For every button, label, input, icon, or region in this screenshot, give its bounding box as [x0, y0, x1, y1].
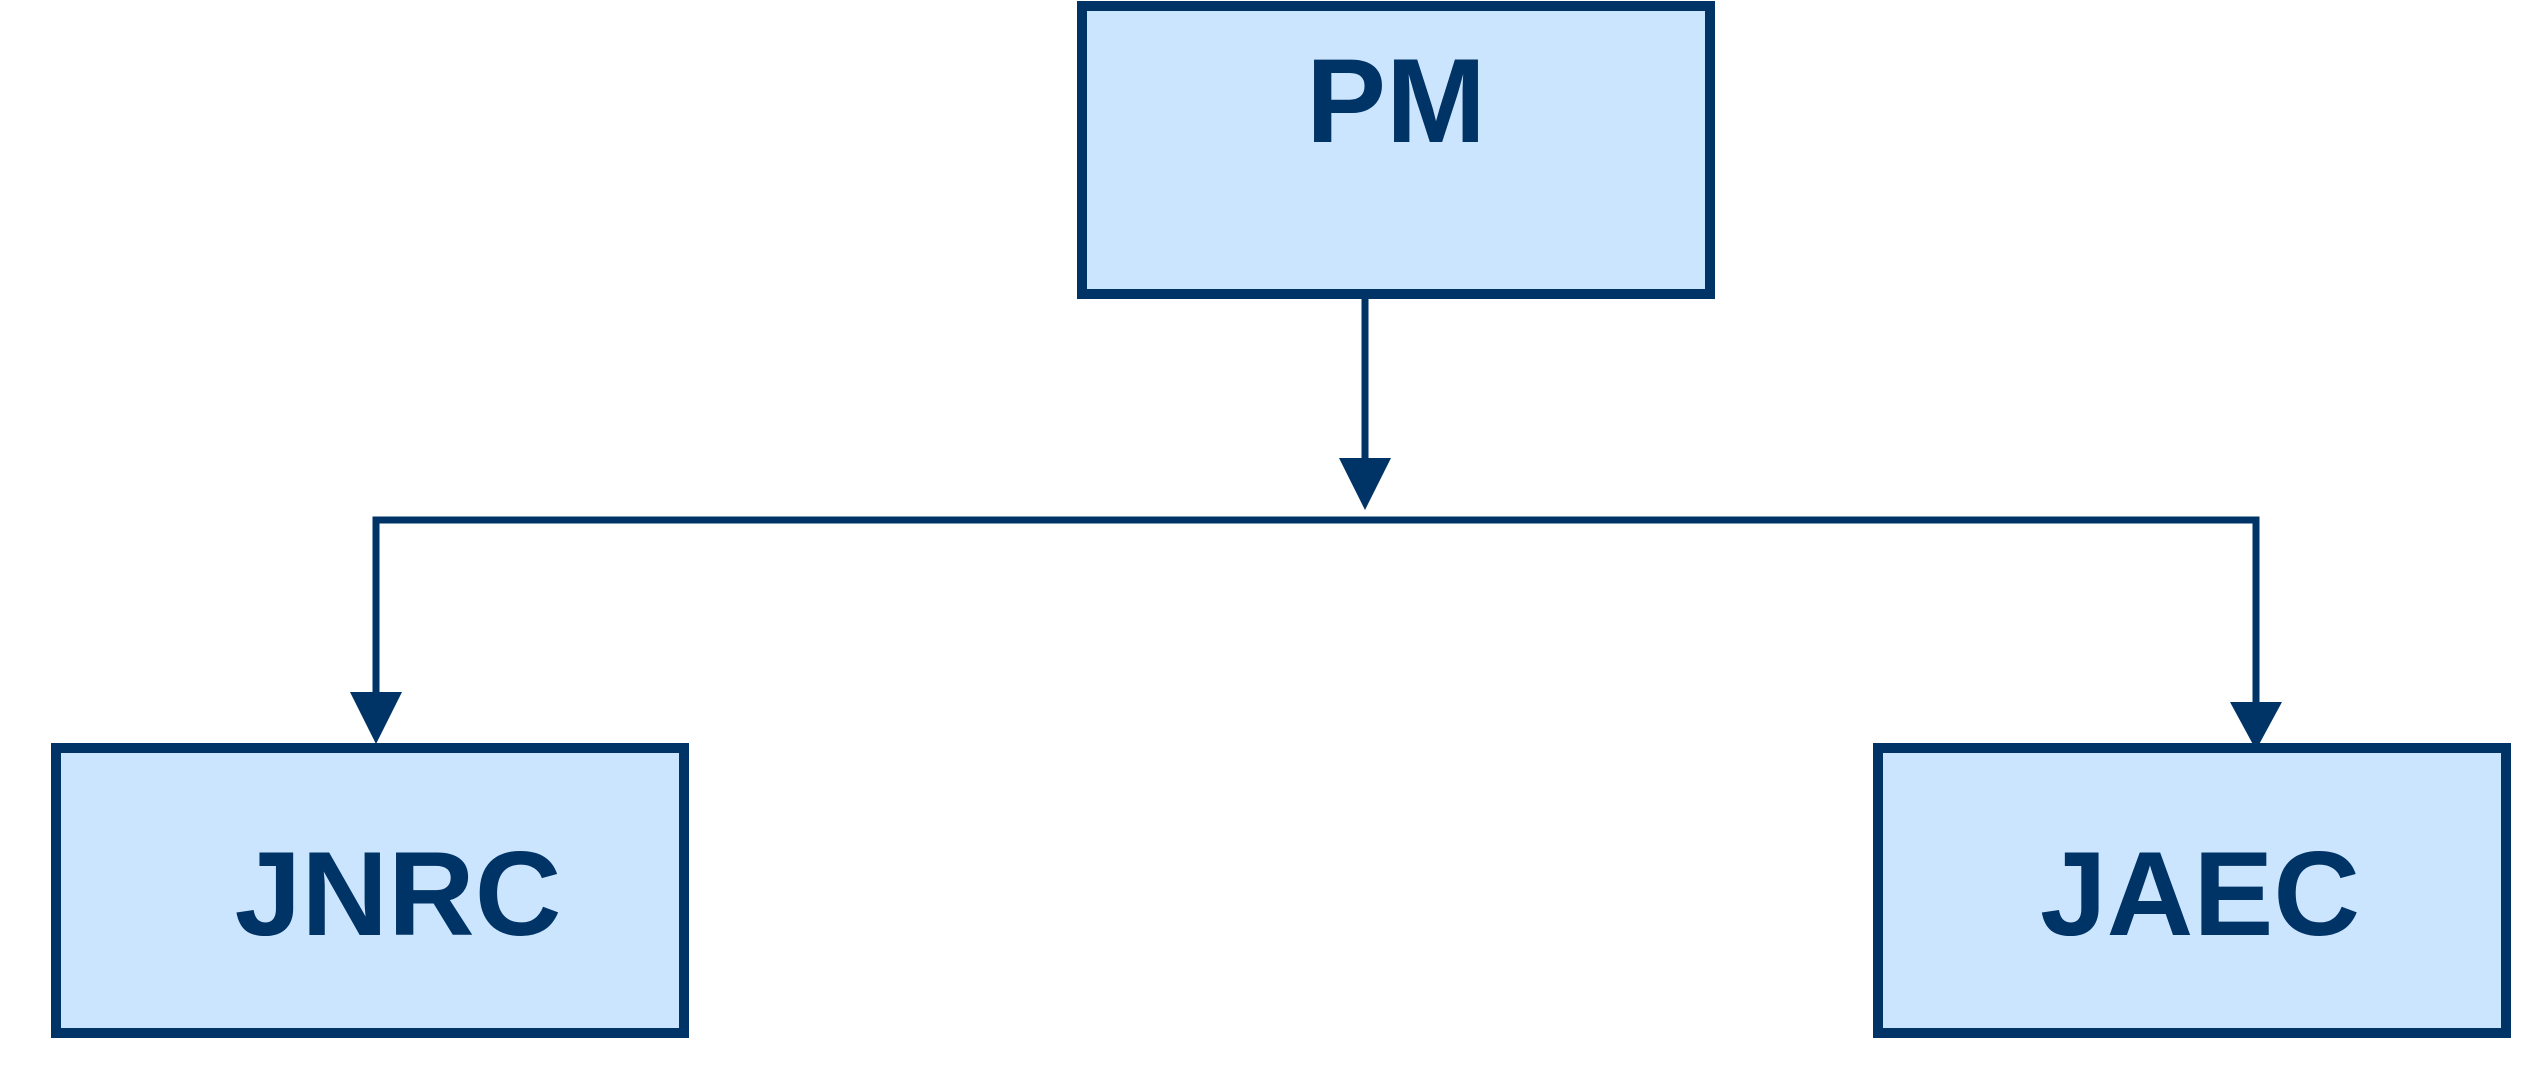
- node-pm: PM: [1077, 1, 1715, 299]
- arrowhead-pm-junction: [1339, 458, 1391, 510]
- node-jaec: JAEC: [1873, 743, 2511, 1038]
- node-pm-label: PM: [1306, 34, 1486, 168]
- node-jnrc-label: JNRC: [235, 827, 562, 961]
- arrowhead-jnrc: [350, 692, 402, 744]
- node-jaec-label: JAEC: [2040, 827, 2360, 961]
- node-pm-box: [1077, 1, 1715, 299]
- node-jaec-box: [1873, 743, 2511, 1038]
- node-jnrc-box: [51, 743, 689, 1038]
- node-jnrc: JNRC: [51, 743, 689, 1038]
- arrowhead-jaec: [2230, 702, 2282, 750]
